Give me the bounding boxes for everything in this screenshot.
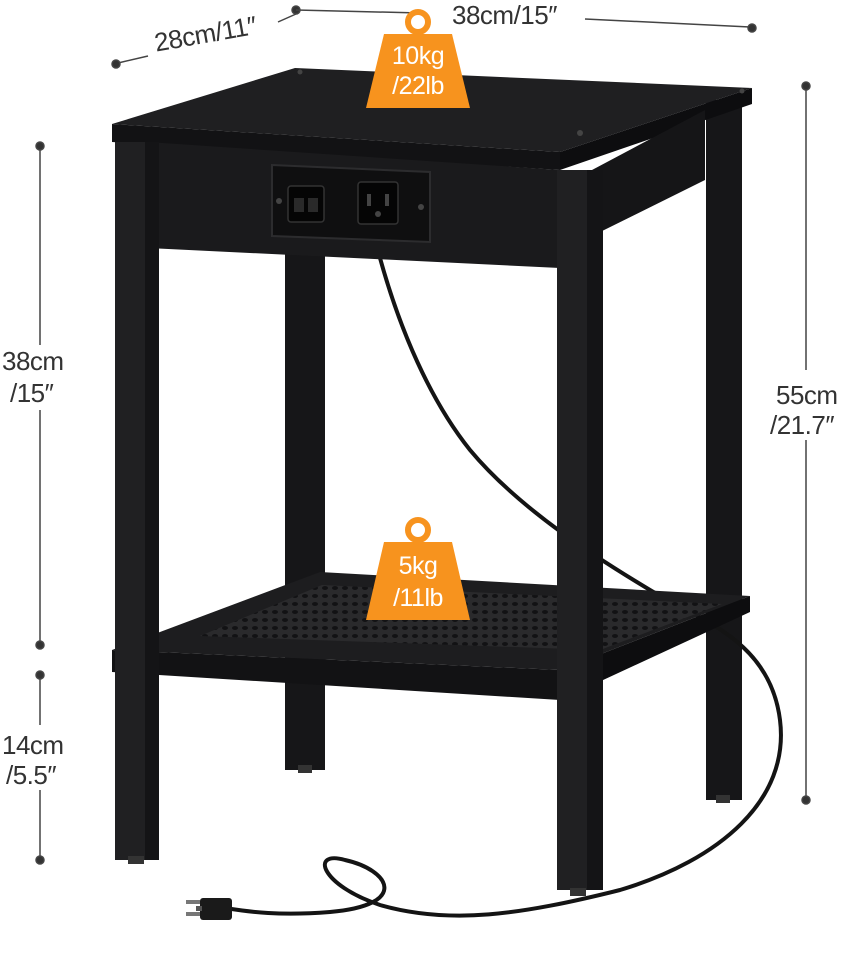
top-weight-label-line2: /22lb xyxy=(392,72,444,100)
weight-icon-bottom xyxy=(366,517,470,620)
power-strip xyxy=(271,163,431,244)
bottom-gap-label-line2: /5.5″ xyxy=(6,760,57,790)
tabletop xyxy=(112,68,752,170)
bottom-weight-label-line2: /11lb xyxy=(393,584,443,612)
height-label-line2: /21.7″ xyxy=(770,410,835,440)
bottom-weight-label-line1: 5kg xyxy=(398,552,438,580)
power-plug-icon xyxy=(186,898,232,920)
bottom-gap-label-line1: 14cm xyxy=(2,730,64,760)
power-outlet-icon xyxy=(357,181,399,225)
usb-port-icon xyxy=(287,185,325,223)
shelf-gap-label-line2: /15″ xyxy=(10,378,54,408)
dimension-lines xyxy=(35,5,811,865)
shelf-gap-label-line1: 38cm xyxy=(2,346,64,376)
top-weight-label-line1: 10kg xyxy=(391,42,445,70)
weight-icon-top xyxy=(366,9,470,108)
width-label: 38cm/15″ xyxy=(452,0,557,30)
front-legs xyxy=(115,142,603,896)
height-label-line1: 55cm xyxy=(776,380,838,410)
power-cable xyxy=(223,256,783,918)
